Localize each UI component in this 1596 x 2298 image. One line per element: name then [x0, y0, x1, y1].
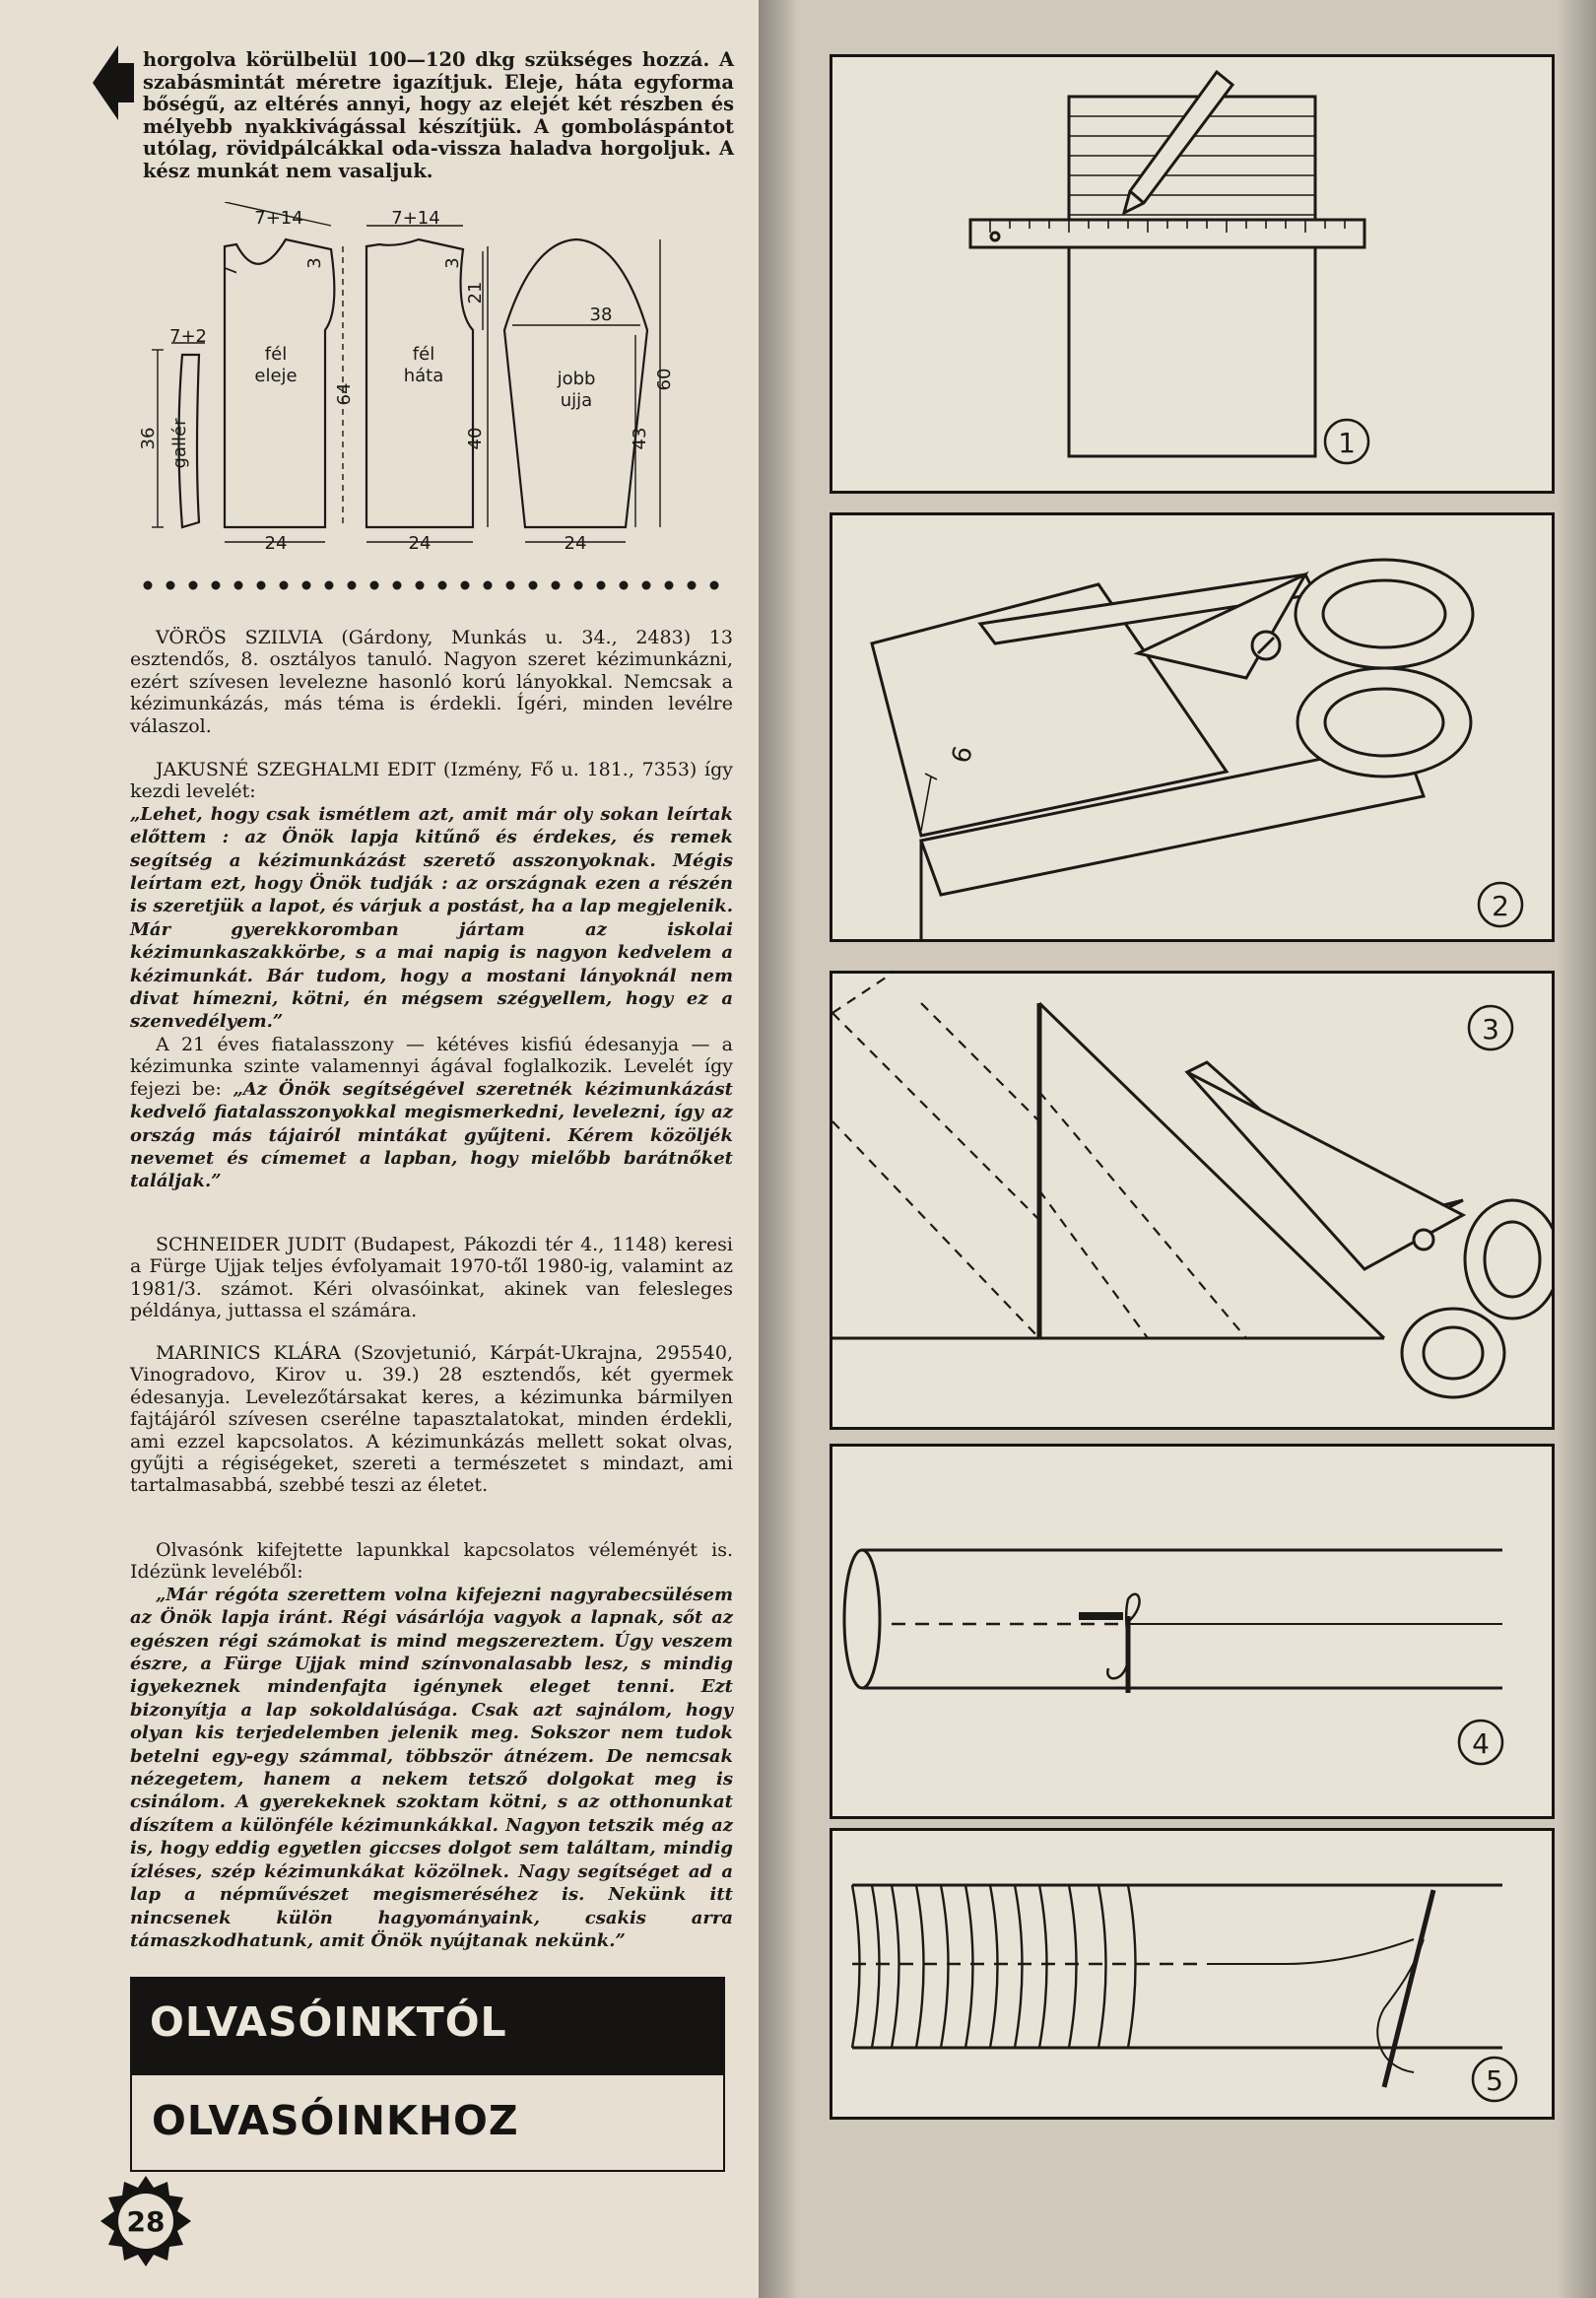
step-number: 1 [1338, 427, 1356, 459]
step-panel-1: 1 [830, 54, 1555, 494]
left-page [0, 0, 759, 2298]
letter-schneider: SCHNEIDER JUDIT (Budapest, Pákozdi tér 4… [130, 1234, 733, 1322]
collar-length: 36 [138, 428, 159, 450]
sleeve-cap: 38 [590, 304, 613, 325]
front-neck: 7 [221, 265, 241, 276]
dotted-separator [143, 580, 719, 590]
letter-name: MARINICS KLÁRA [156, 1342, 342, 1364]
step-number: 4 [1472, 1727, 1490, 1760]
sleeve-label-1: jobb [557, 369, 596, 389]
back-shoulder: 3 [442, 257, 463, 268]
back-width: 24 [409, 533, 432, 554]
page-number-badge: 28 [99, 2174, 193, 2268]
intro-text: horgolva körülbelül 100—120 dkg szüksége… [143, 48, 734, 182]
continuation-arrow-icon [93, 45, 134, 120]
sleeve-length: 60 [654, 369, 675, 391]
armhole-depth: 21 [465, 282, 486, 304]
step-panel-3: 3 [830, 971, 1555, 1430]
step-panel-5: 5 [830, 1828, 1555, 2120]
letter-name: JAKUSNÉ SZEGHALMI EDIT [156, 759, 436, 780]
front-label-2: eleje [254, 366, 297, 386]
letter-quote: „Lehet, hogy csak ismétlem azt, amit már… [130, 803, 733, 1033]
front-label-1: fél [265, 344, 287, 365]
step-number: 2 [1492, 890, 1509, 922]
front-length: 64 [334, 383, 355, 406]
collar-label: gallér [169, 418, 190, 469]
step-panel-4: 4 [830, 1444, 1555, 1819]
letter-jakusne: JAKUSNÉ SZEGHALMI EDIT (Izmény, Fő u. 18… [130, 759, 734, 1192]
letter-voros: VÖRÖS SZILVIA (Gárdony, Munkás u. 34., 2… [130, 627, 734, 737]
page-gutter [759, 0, 798, 2298]
back-top: 7+14 [391, 208, 439, 229]
letter-name: SCHNEIDER JUDIT [156, 1234, 346, 1255]
step-panel-2: 6 2 [830, 512, 1555, 942]
sleeve-seam: 43 [630, 428, 650, 450]
step-number: 5 [1486, 2064, 1503, 2097]
front-shoulder: 3 [304, 257, 325, 268]
banner-bottom: OLVASÓINKHOZ [130, 2075, 725, 2172]
banner-top: OLVASÓINKTÓL [130, 1977, 725, 2075]
letter-name: VÖRÖS SZILVIA [156, 627, 323, 648]
letter-marinics: MARINICS KLÁRA (Szovjetunió, Kárpát-Ukra… [130, 1342, 733, 1497]
collar-top: 7+2 [169, 326, 207, 347]
sleeve-label-2: ujja [561, 390, 592, 411]
closing-letter: Olvasónk kifejtette lapunkkal kapcsolato… [130, 1539, 733, 1951]
page-number: 28 [127, 2205, 166, 2238]
closing-quote: „Már régóta szerettem volna kifejezni na… [130, 1584, 733, 1951]
front-top: 7+14 [254, 208, 302, 229]
pattern-diagram: gallér 36 7+2 fél eleje fél háta jobb uj… [138, 202, 675, 554]
step-number: 3 [1482, 1013, 1499, 1046]
page-edge [1557, 0, 1596, 2298]
sleeve-width: 24 [565, 533, 587, 554]
letter-quote: „Az Önök segítségével szeretnék kézimunk… [130, 1078, 733, 1192]
side-length: 40 [465, 428, 486, 450]
back-label-1: fél [413, 344, 434, 365]
step-2-measure: 6 [947, 743, 979, 767]
front-width: 24 [265, 533, 288, 554]
back-label-2: háta [404, 366, 444, 386]
section-banner: OLVASÓINKTÓL OLVASÓINKHOZ [130, 1977, 725, 2174]
